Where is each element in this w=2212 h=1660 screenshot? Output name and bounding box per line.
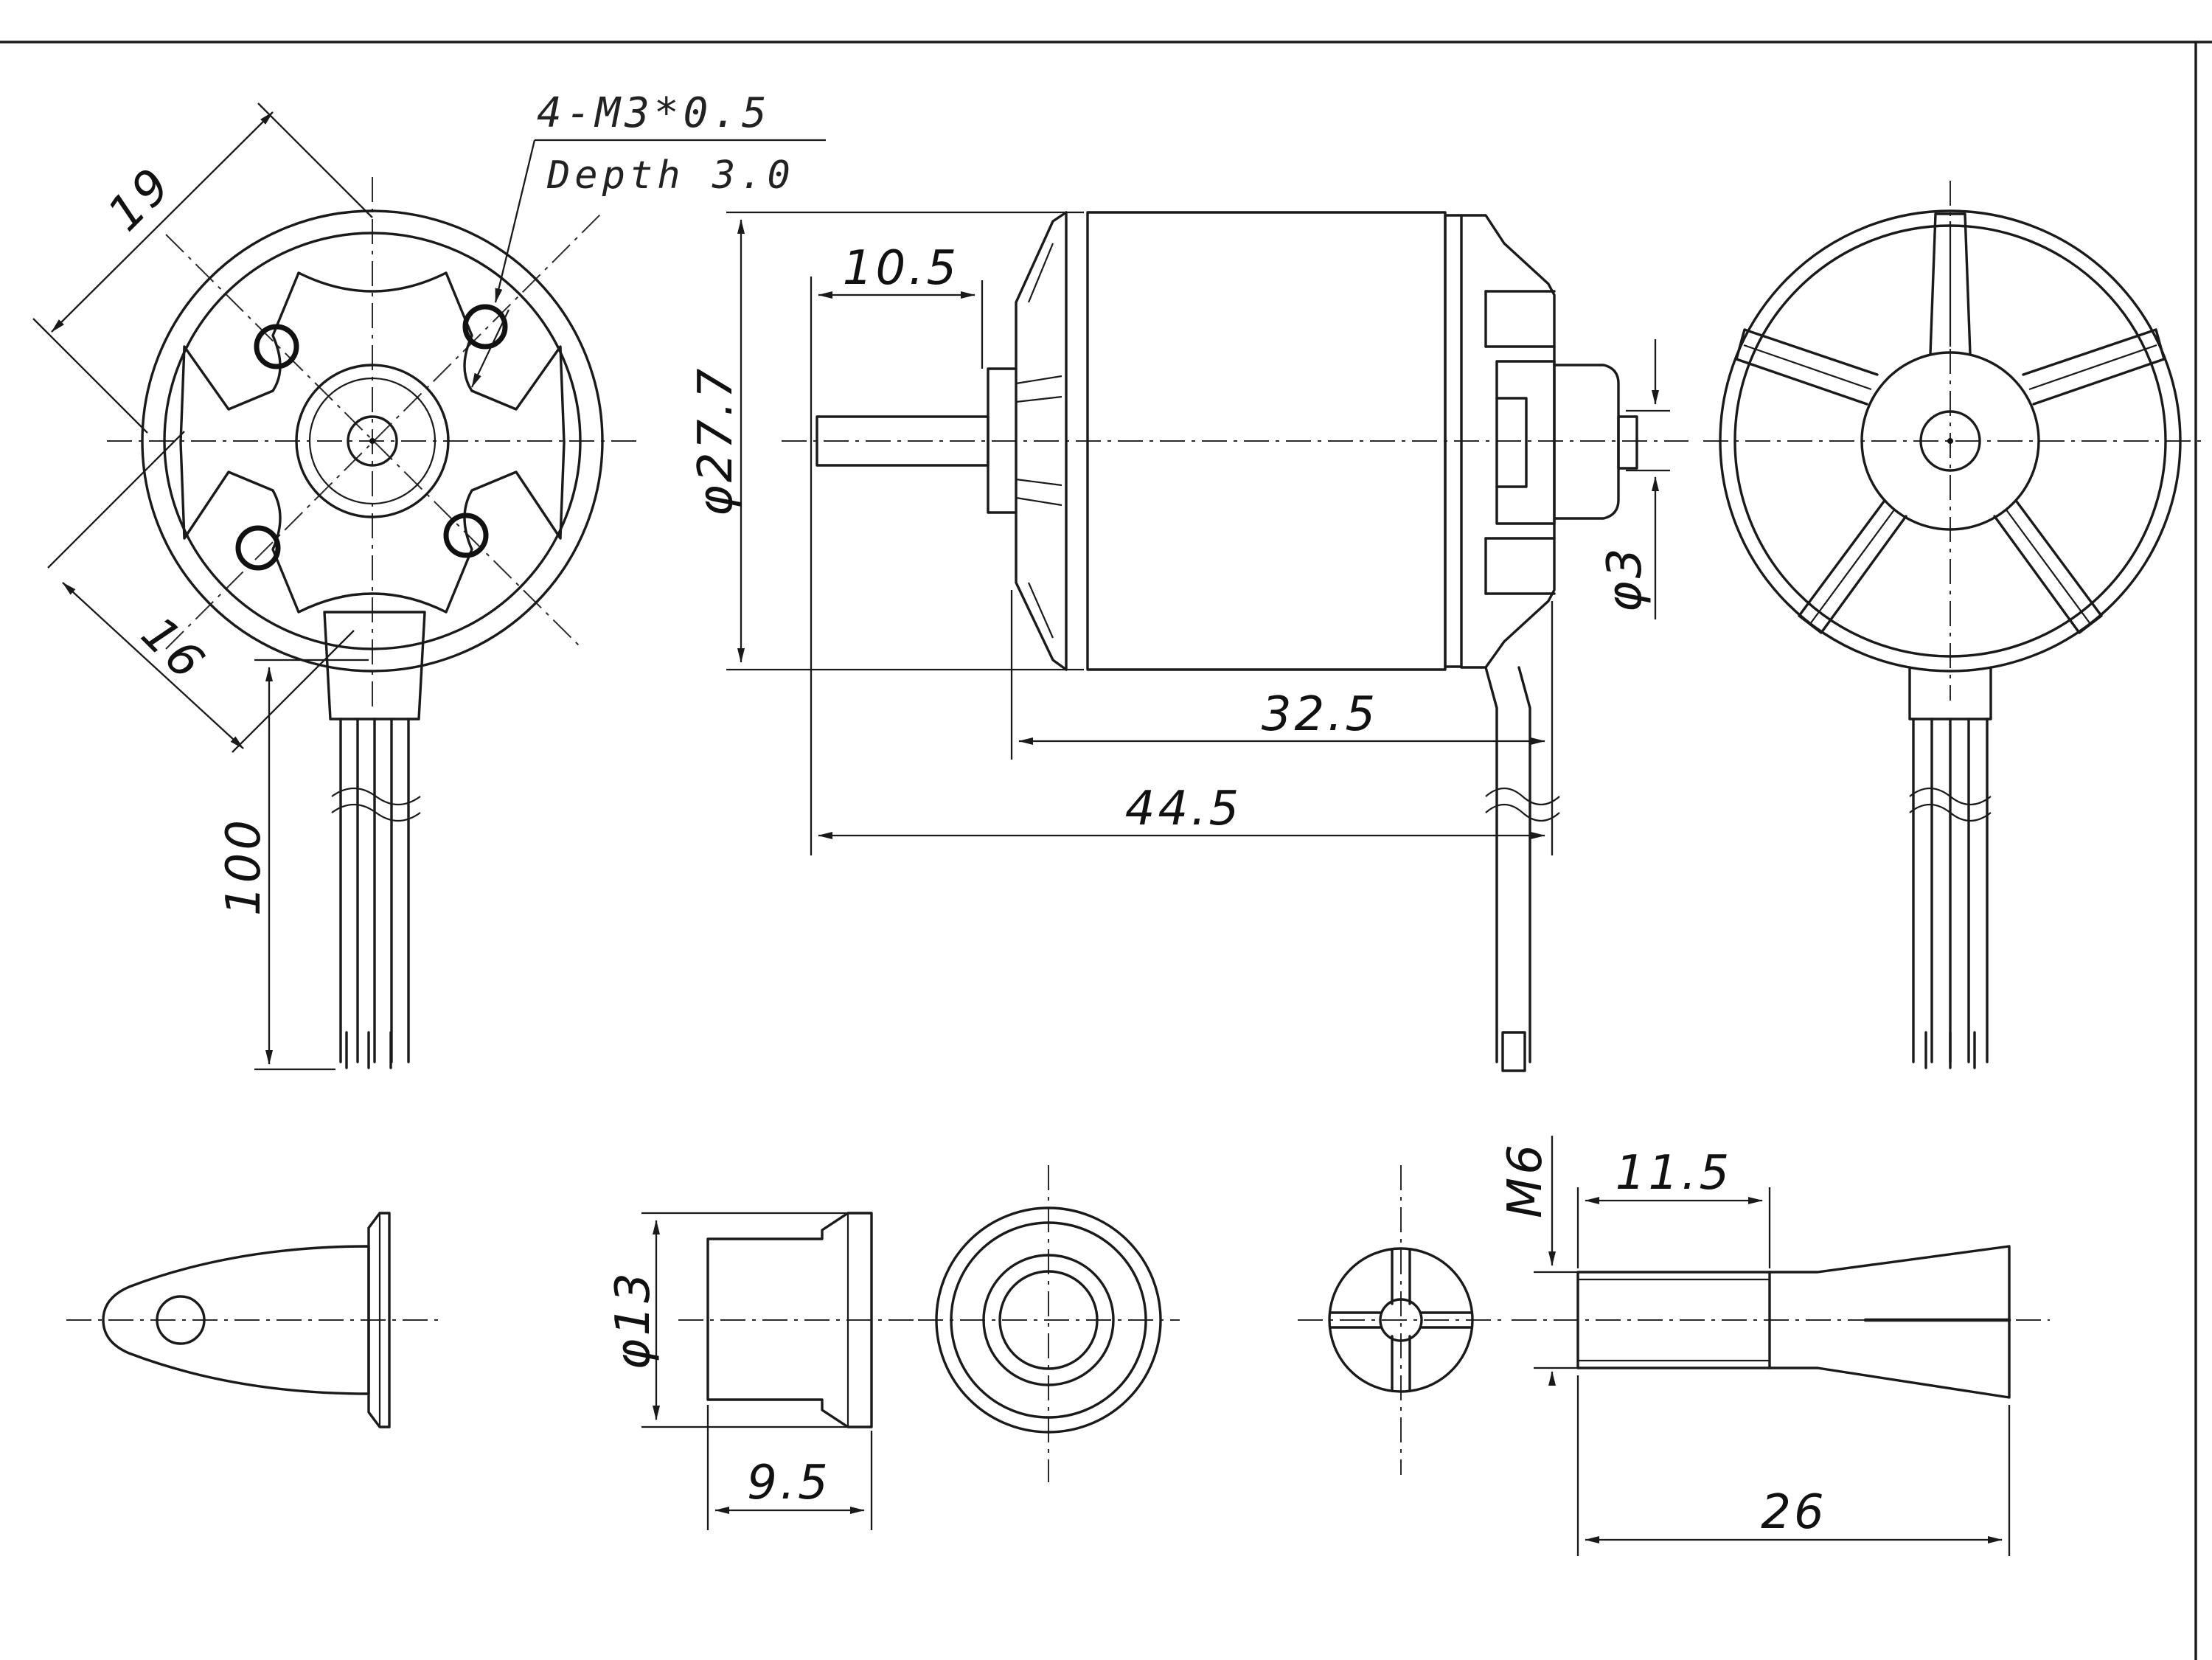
dim-mount-diameter: φ13 bbox=[606, 1270, 661, 1370]
prop-mount-side-view: φ13 9.5 bbox=[606, 1212, 914, 1530]
dim-collet-thread: M6 bbox=[1498, 1142, 1553, 1218]
dim-collet-length: 26 bbox=[1761, 1485, 1826, 1540]
mount-hole-bl bbox=[235, 525, 281, 571]
motor-rear-view bbox=[1703, 181, 2201, 1069]
dim-mount-length: 9.5 bbox=[747, 1456, 831, 1510]
thread-depth: Depth 3.0 bbox=[546, 153, 795, 198]
side-view-dimensions: φ27.7 10.5 φ3 32.5 44.5 bbox=[689, 211, 1670, 855]
mounting-thread-note: 4-M3*0.5 Depth 3.0 bbox=[471, 89, 826, 388]
dim-bolt-circle-a: 19 bbox=[97, 156, 183, 242]
dim-collet-thread-length: 11.5 bbox=[1615, 1146, 1733, 1201]
dim-bolt-circle-b: 16 bbox=[131, 606, 216, 692]
collet-front-view bbox=[1298, 1165, 1504, 1475]
dim-body-diameter: φ27.7 bbox=[689, 366, 743, 517]
dim-shaft-length: 10.5 bbox=[843, 241, 960, 296]
prop-cap-view bbox=[66, 1212, 442, 1428]
dim-total-length: 44.5 bbox=[1125, 782, 1242, 836]
dim-body-length: 32.5 bbox=[1262, 687, 1379, 742]
front-mount-view bbox=[107, 177, 641, 1069]
mount-hole-tl bbox=[254, 324, 299, 369]
dim-shaft-diameter: φ3 bbox=[1598, 546, 1652, 613]
prop-mount-front-view bbox=[918, 1165, 1180, 1482]
mount-hole-br bbox=[443, 513, 489, 558]
thread-spec: 4-M3*0.5 bbox=[537, 89, 771, 137]
sheet-border bbox=[0, 41, 2212, 1660]
front-view-dimensions: 19 16 100 bbox=[32, 103, 373, 1071]
mount-hole-tr bbox=[462, 304, 508, 350]
motor-side-view bbox=[782, 211, 1688, 1072]
dim-lead-length: 100 bbox=[217, 817, 271, 916]
collet-side-view: M6 11.5 26 bbox=[1498, 1136, 2050, 1556]
